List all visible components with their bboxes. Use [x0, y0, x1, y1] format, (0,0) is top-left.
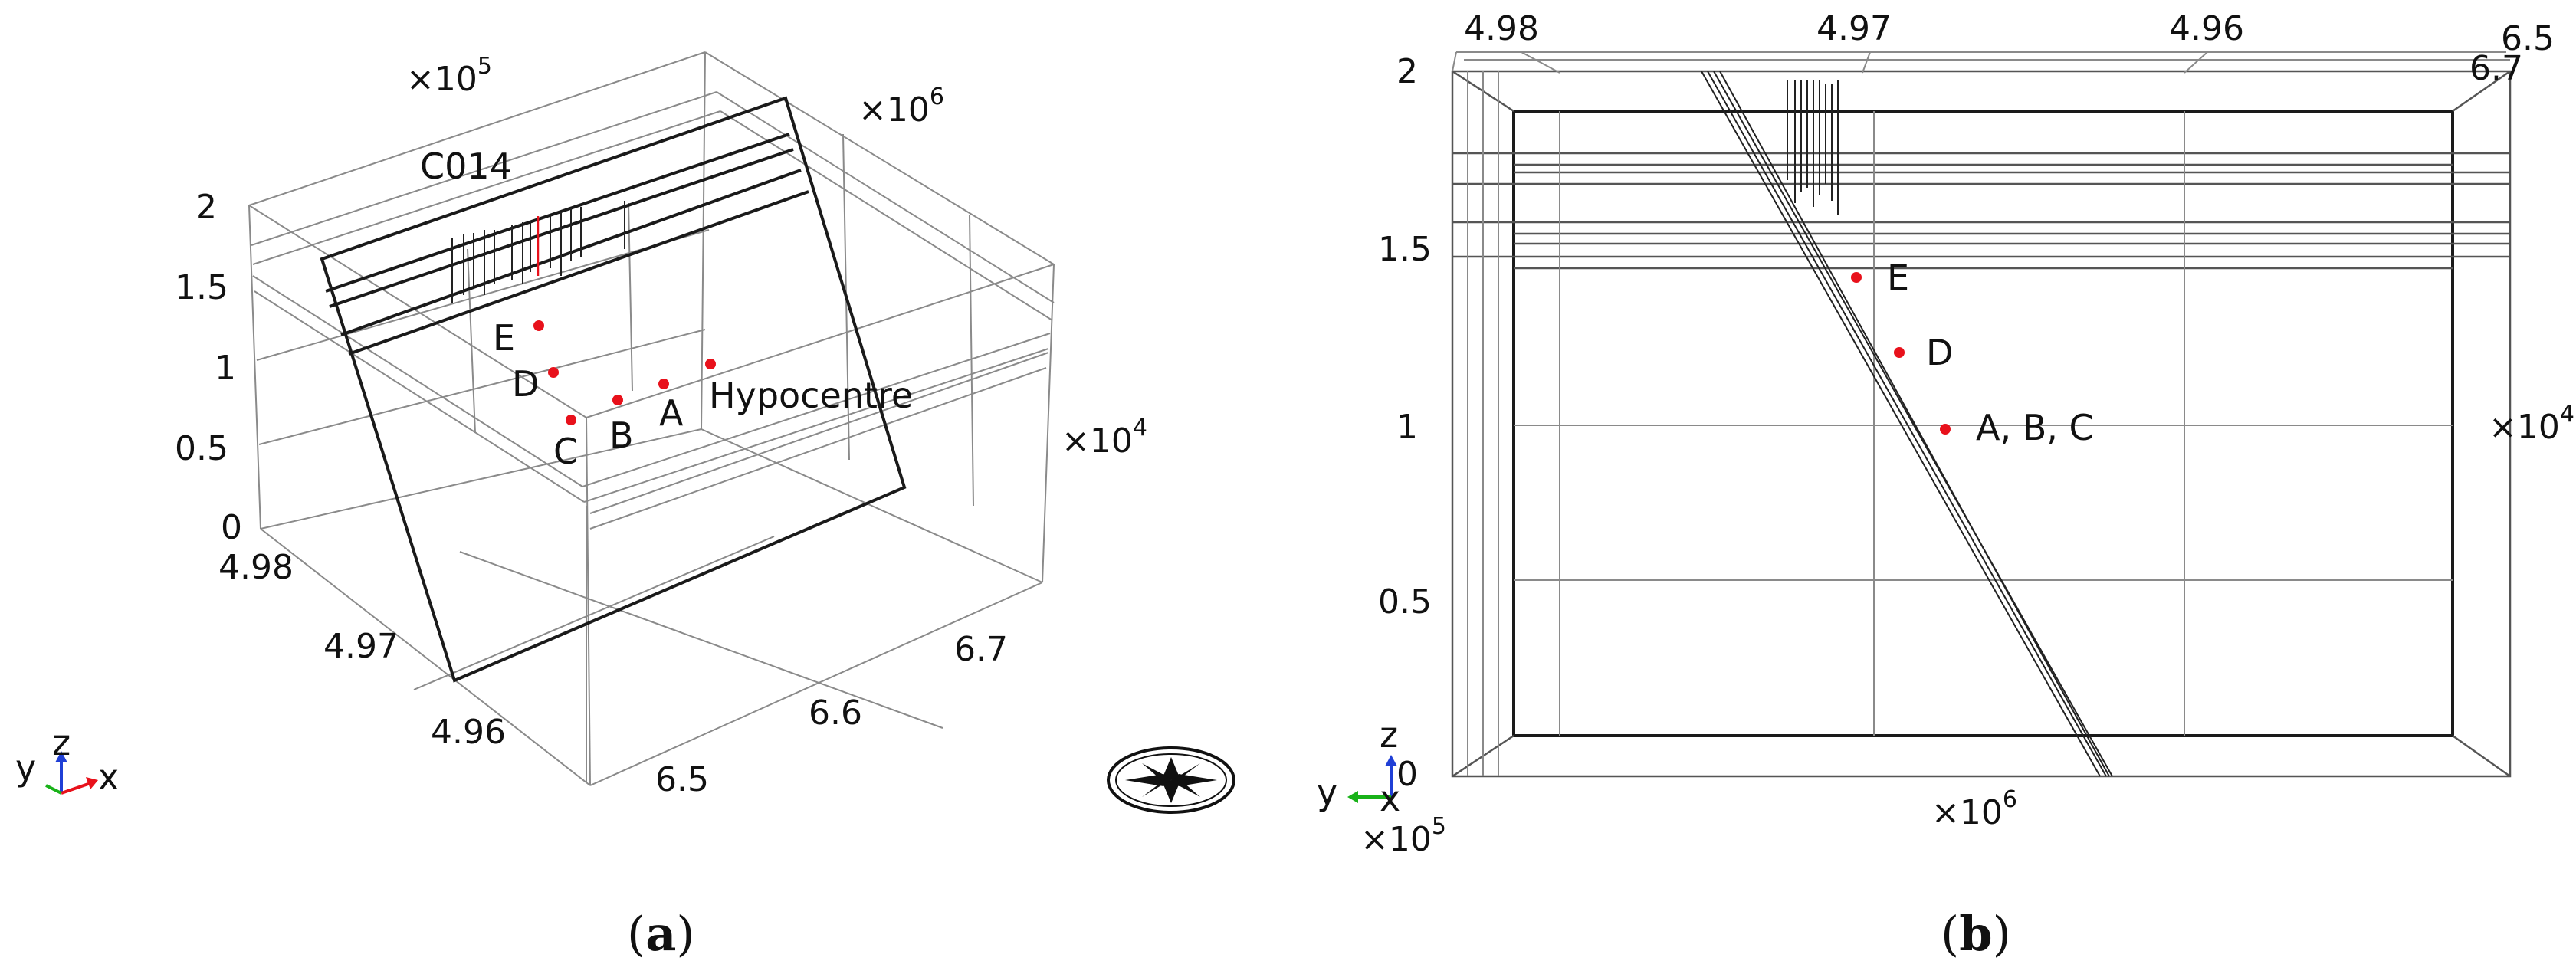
triad-z-label: z: [52, 722, 71, 763]
z-tick: 2: [195, 188, 217, 227]
panel-b-points: E D A, B, C: [1851, 257, 2094, 448]
x-exponent: ×104: [1062, 415, 1147, 461]
compass-rose-icon: [1107, 746, 1235, 814]
x-tick: 6.5: [655, 760, 709, 799]
z-tick: 1.5: [175, 268, 228, 307]
well-label-c014: C014: [420, 146, 512, 187]
top-tick: 4.97: [1816, 9, 1892, 48]
top-tick: 4.98: [1464, 9, 1539, 48]
panel-a-wells: [451, 201, 625, 303]
panel-a-axis-triad: z y x: [15, 722, 119, 798]
point-label-d: D: [1926, 332, 1953, 373]
y-tick: 4.97: [323, 627, 399, 666]
point-marker: [1851, 272, 1862, 283]
panel-a-z-axis: 2 1.5 1 0.5 0 ×105: [175, 53, 492, 547]
point-marker: [533, 320, 544, 331]
right-exponent: ×104: [2489, 401, 2574, 447]
z-exponent: ×105: [406, 53, 492, 99]
panel-a-y-axis: 4.98 4.97 4.96 ×106: [218, 84, 944, 752]
panel-a-x-axis: 6.5 6.6 6.7 ×104: [655, 415, 1147, 799]
point-label-e: E: [1887, 257, 1909, 298]
caption-b: (b): [1941, 906, 2011, 962]
point-marker: [705, 359, 716, 369]
point-label-d: D: [512, 363, 539, 405]
z-tick: 0: [221, 508, 242, 547]
panel-b-left-ticks: 2 1.5 1 0.5 0: [1378, 52, 1432, 794]
point-label-c: C: [553, 431, 578, 472]
caption-a: (a): [627, 906, 695, 962]
z-tick: 0.5: [175, 429, 228, 468]
left-exponent: ×105: [1360, 813, 1446, 859]
panel-b-wells: [1787, 80, 1839, 215]
x-tick: 6.6: [809, 694, 862, 733]
point-marker: [548, 367, 559, 378]
point-label-b: B: [609, 415, 634, 456]
y-exponent: ×106: [858, 84, 944, 130]
point-marker: [1940, 424, 1951, 435]
y-tick: 4.96: [431, 713, 506, 752]
triad-y-label: y: [1317, 772, 1337, 813]
triad-x-label: x: [1380, 778, 1400, 819]
point-label-hypocentre: Hypocentre: [709, 375, 913, 416]
top-right-tick: 6.7: [2469, 49, 2523, 88]
point-label-a: A: [659, 392, 684, 434]
panel-b: E D A, B, C 4.98 4.97 4.96 6.5 6.7 2 1.5…: [1317, 9, 2574, 962]
point-marker: [612, 395, 623, 405]
triad-z-label: z: [1380, 714, 1398, 756]
panel-b-layers: [1452, 71, 2510, 776]
left-tick: 1.5: [1378, 230, 1432, 269]
panel-a: E D C B A Hypocentre C014 2 1.5 1 0.5 0 …: [15, 51, 1235, 962]
left-tick: 1: [1396, 408, 1418, 447]
left-tick: 2: [1396, 52, 1418, 91]
panel-b-top-lines: [1452, 51, 2510, 74]
point-marker: [566, 415, 576, 425]
point-marker: [1894, 347, 1905, 358]
x-tick: 6.7: [954, 630, 1008, 669]
point-marker: [658, 379, 669, 389]
point-label-e: E: [493, 317, 515, 359]
triad-x-label: x: [98, 756, 119, 798]
left-tick: 0.5: [1378, 582, 1432, 621]
top-tick: 4.96: [2169, 9, 2244, 48]
triad-y-label: y: [15, 747, 36, 789]
left-tick: 0: [1396, 755, 1418, 794]
z-tick: 1: [215, 349, 236, 388]
y-tick: 4.98: [218, 548, 294, 587]
panel-b-top-ticks: 4.98 4.97 4.96 6.5 6.7: [1464, 9, 2555, 88]
bottom-exponent: ×106: [1931, 786, 2017, 832]
point-label-abc: A, B, C: [1976, 407, 2094, 448]
panel-a-points: E D C B A Hypocentre: [493, 317, 913, 472]
panel-b-fault-trace: [1701, 71, 2113, 777]
top-right-tick: 6.5: [2501, 19, 2555, 58]
panel-a-back-box: [248, 51, 1055, 786]
panel-b-axis-triad: z y x: [1317, 714, 1400, 819]
